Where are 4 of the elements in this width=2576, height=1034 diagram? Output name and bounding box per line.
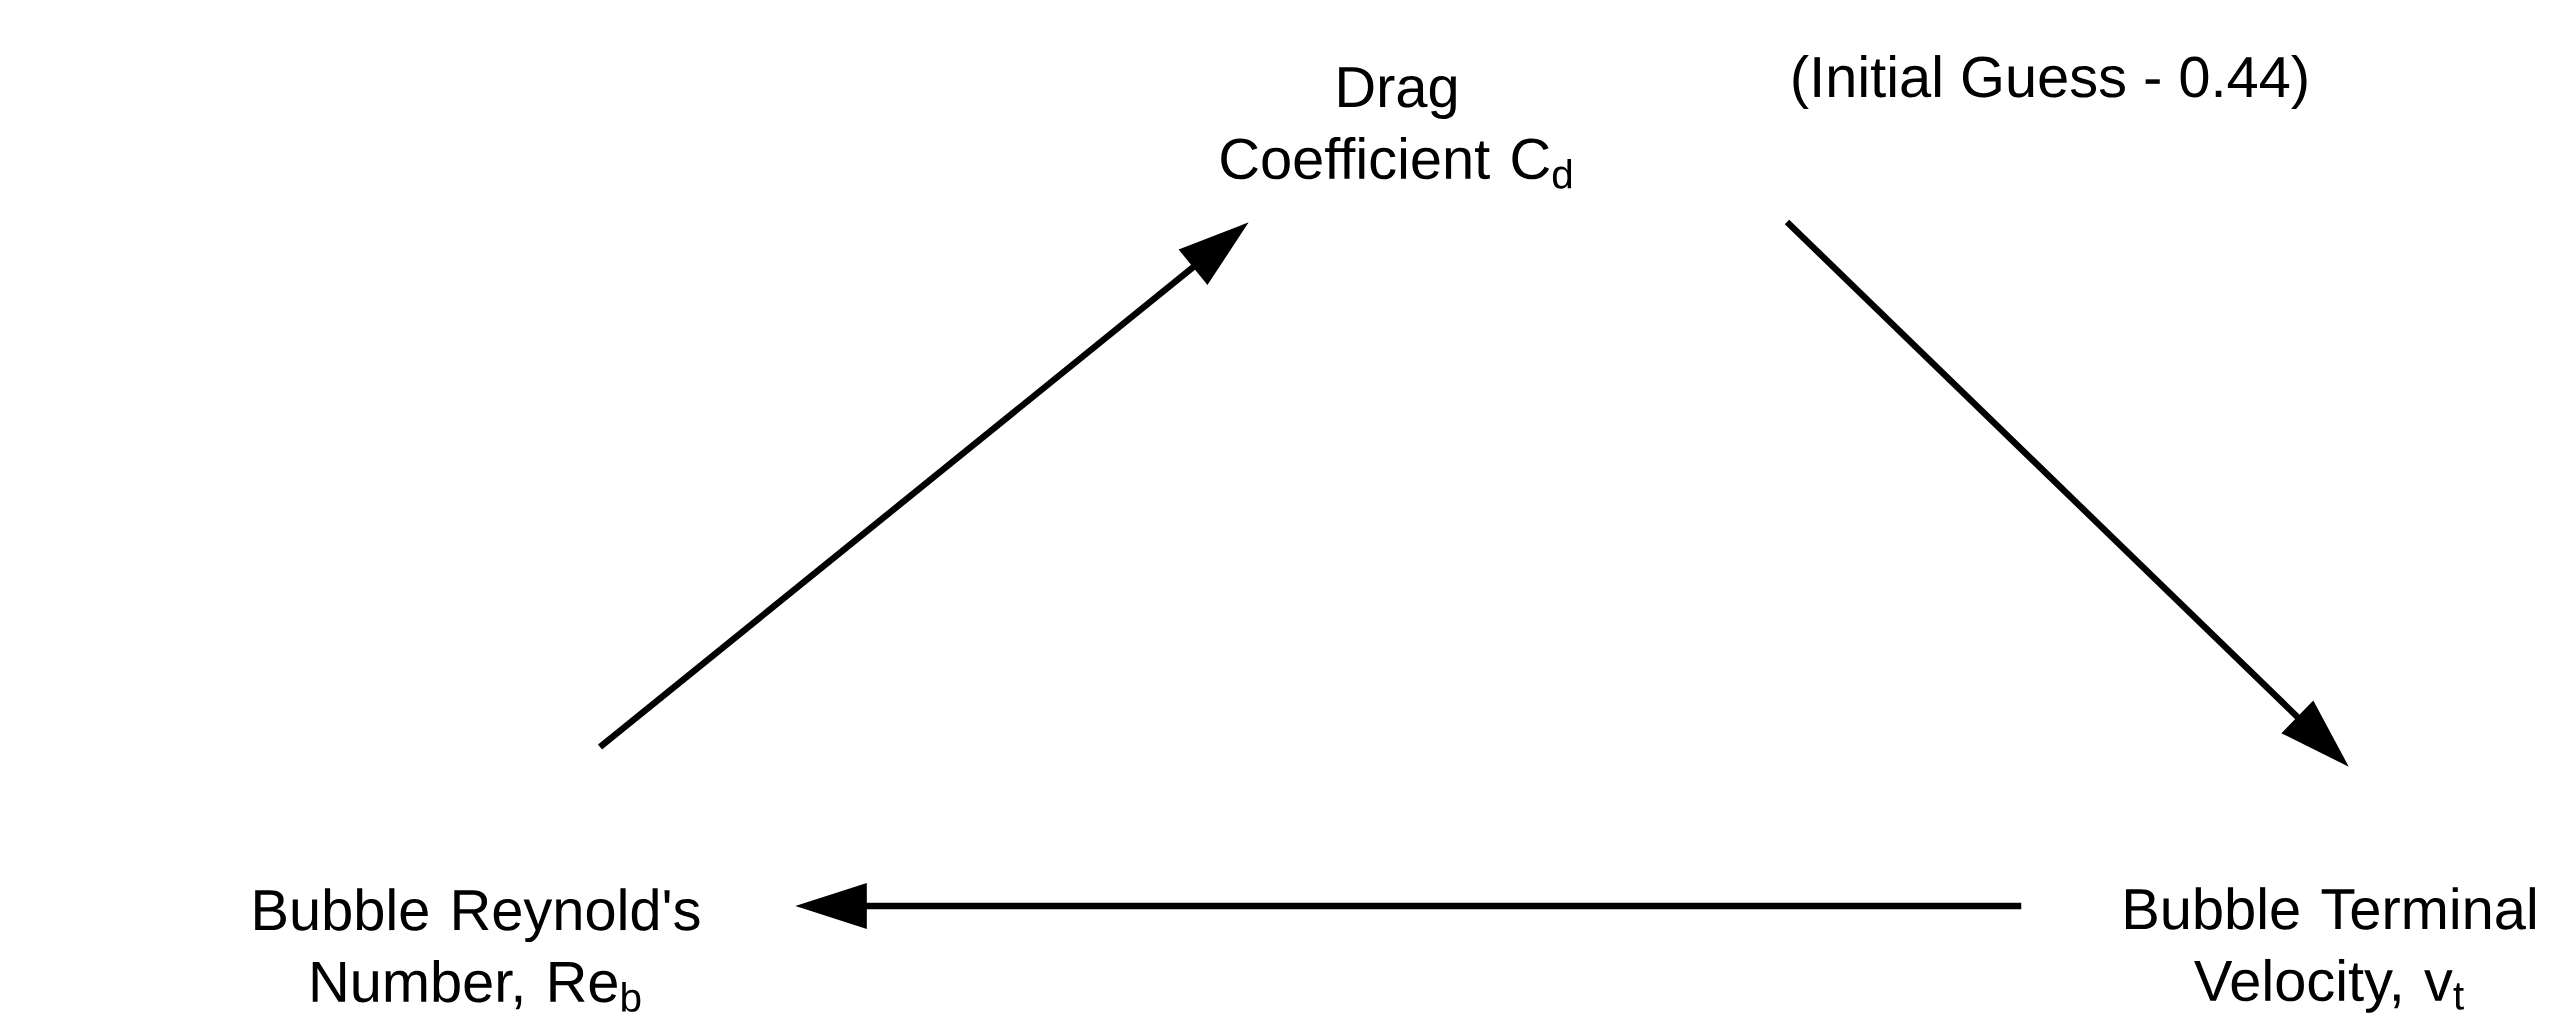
node-label: Bubble Reynold's Number, Re$_{b}$ <box>255 888 700 1012</box>
node-label: Bubble Terminal Velocity, v$_{t}$ <box>2126 887 2535 1013</box>
annotation-text: (Initial Guess - 0.44) <box>1793 55 2307 109</box>
node-label: Drag Coefficient C$_{d}$ <box>1221 67 1572 189</box>
